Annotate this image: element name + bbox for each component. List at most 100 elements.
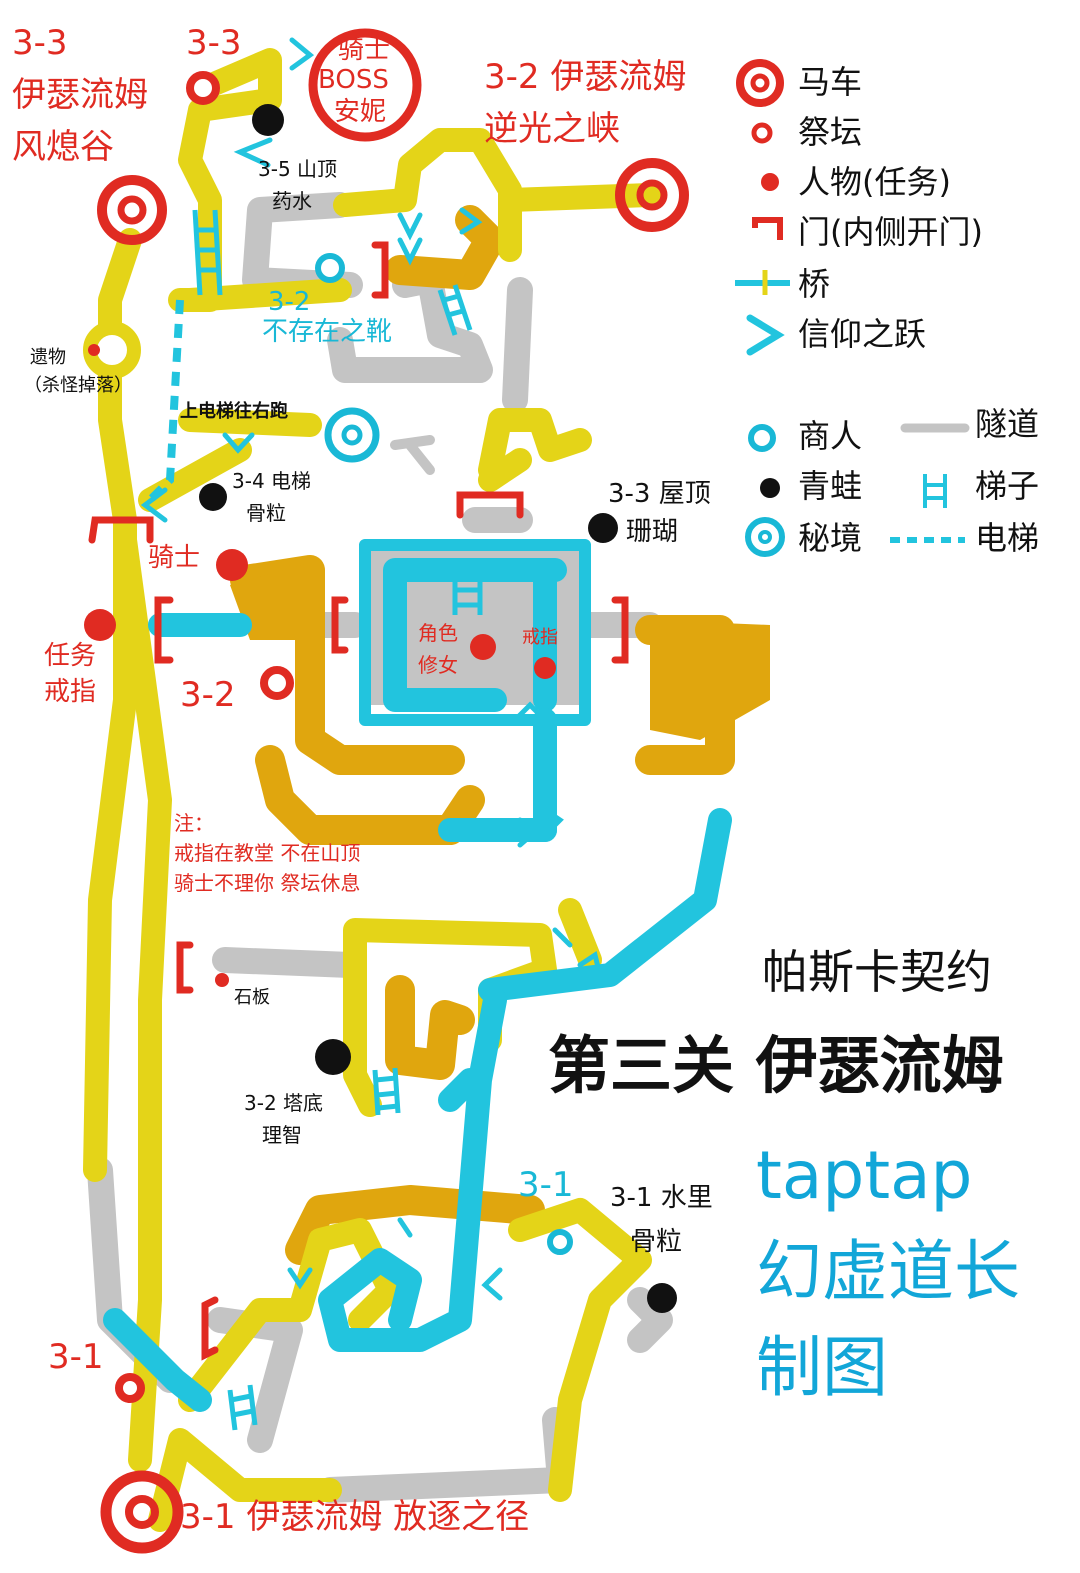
carriages (97, 158, 689, 1554)
bottom-title: 3-1 伊瑟流姆 放逐之径 (180, 1497, 530, 1537)
leaps (140, 37, 603, 1301)
merchants (315, 253, 573, 1255)
altar-33 (186, 71, 220, 105)
legend-carriage-icon (736, 59, 784, 107)
carriage-top-right (615, 158, 689, 232)
path-upper-mid (178, 278, 352, 312)
leap-spiral (287, 1217, 413, 1290)
door-stone (176, 941, 194, 994)
frog-33-line1: 3-3 屋顶 (608, 479, 711, 509)
door-knight (154, 596, 174, 664)
path-center-up (478, 408, 592, 482)
legend-carriage: 马车 (798, 63, 863, 101)
legend-frog-icon (760, 478, 780, 498)
legend-altar-icon (751, 122, 773, 144)
frog-31 (647, 1283, 677, 1313)
merchant-31 (547, 1229, 573, 1255)
merchant-32-num: 3-2 (268, 287, 311, 317)
leap-down (517, 807, 564, 848)
frog-32-line2: 理智 (262, 1123, 302, 1147)
npc-knight (216, 549, 248, 581)
legend-elevator: 电梯 (975, 519, 1040, 557)
stone-label: 石板 (234, 987, 270, 1008)
npcs (84, 344, 556, 987)
ladder-top-left (192, 209, 223, 296)
bridge-spiral2 (438, 1068, 482, 1112)
leap-elev (222, 432, 255, 454)
frog-32 (315, 1039, 351, 1075)
carriage-top-left (97, 175, 167, 245)
merchant-32 (315, 253, 345, 283)
npc-relic (88, 344, 100, 356)
bridge-long-right (478, 808, 732, 1002)
map-title-line1: 帕斯卡契约 (762, 945, 992, 999)
merchant-31-num: 3-1 (518, 1165, 574, 1205)
ladder-church (452, 580, 483, 615)
frog-33-line2: 珊瑚 (626, 517, 679, 547)
tunnel-frog31 (627, 1287, 673, 1353)
credit-line2: 幻虚道长 (756, 1233, 1020, 1310)
ladder-spiral (372, 1067, 401, 1116)
frog-34-line1: 3-4 电梯 (232, 469, 312, 493)
ladder-bottom (227, 1384, 258, 1431)
legend-npc-icon (761, 173, 779, 191)
npc-quest (84, 609, 116, 641)
knight-label: 骑士 (148, 543, 201, 573)
frog-31-line1: 3-1 水里 (610, 1183, 713, 1213)
altar-31 (115, 1373, 145, 1403)
legend-ladder-icon (923, 474, 947, 508)
tunnel-right (502, 277, 533, 413)
boss-line2: BOSS (318, 65, 389, 95)
door-church-left (331, 596, 349, 654)
path-bottom (178, 1218, 402, 1412)
door-bottom (201, 1296, 219, 1361)
boss-circle (308, 28, 422, 142)
path-top-right (498, 183, 662, 212)
frog-35-line2: 药水 (272, 189, 312, 213)
yellow-paths (83, 48, 662, 1532)
tunnel-fork (390, 435, 435, 475)
boss-line1: 骑士 (338, 35, 391, 65)
orange-right-block (650, 620, 770, 740)
legend-door-icon (752, 217, 783, 240)
note-line3: 骑士不理你 祭坛休息 (174, 871, 361, 895)
legend-secret: 秘境 (798, 519, 863, 557)
map-title-line2: 第三关 伊瑟流姆 (548, 1029, 1004, 1102)
bridge-bottom-diag (103, 1308, 212, 1412)
door-left (88, 516, 154, 544)
relic-line1: 遗物 (30, 347, 66, 368)
bridge-church-outer (359, 539, 591, 726)
legend-bridge-icon (735, 270, 790, 295)
elevator-note: 上电梯往右跑 (180, 401, 288, 422)
legend-secret-icon (745, 517, 785, 557)
frogs (199, 104, 677, 1313)
top-left-area-name2: 风熄谷 (12, 127, 114, 167)
note-line2: 戒指在教堂 不在山顶 (174, 841, 361, 865)
legend-door: 门(内侧开门) (798, 213, 983, 251)
npc-role (470, 634, 496, 660)
doors (88, 241, 629, 1361)
legend-ladder: 梯子 (975, 467, 1040, 505)
frog-34 (199, 483, 227, 511)
path-bottom-main (148, 1428, 342, 1532)
door-top (371, 241, 389, 299)
orange-knight-block (230, 560, 320, 640)
ladders (192, 209, 483, 1431)
door-church-right (611, 596, 629, 664)
elevator-left (147, 299, 184, 503)
altar-32 (260, 666, 294, 700)
credit-line3: 制图 (756, 1329, 888, 1406)
path-right-small (558, 898, 602, 972)
relic-line2: （杀怪掉落） (24, 375, 132, 396)
legend-frog: 青蛙 (798, 467, 863, 505)
ladder-top-mid (437, 284, 473, 336)
church-hall (365, 545, 585, 705)
leap-mid1 (397, 212, 423, 266)
bridge-church-inner (383, 558, 567, 712)
altars (115, 71, 294, 1403)
orange-top (385, 205, 505, 290)
quest-line1: 任务 (44, 641, 97, 671)
altar-31-label: 3-1 (48, 1337, 104, 1377)
legend-tunnel: 隧道 (975, 405, 1040, 443)
frog-34-line2: 骨粒 (246, 501, 286, 525)
